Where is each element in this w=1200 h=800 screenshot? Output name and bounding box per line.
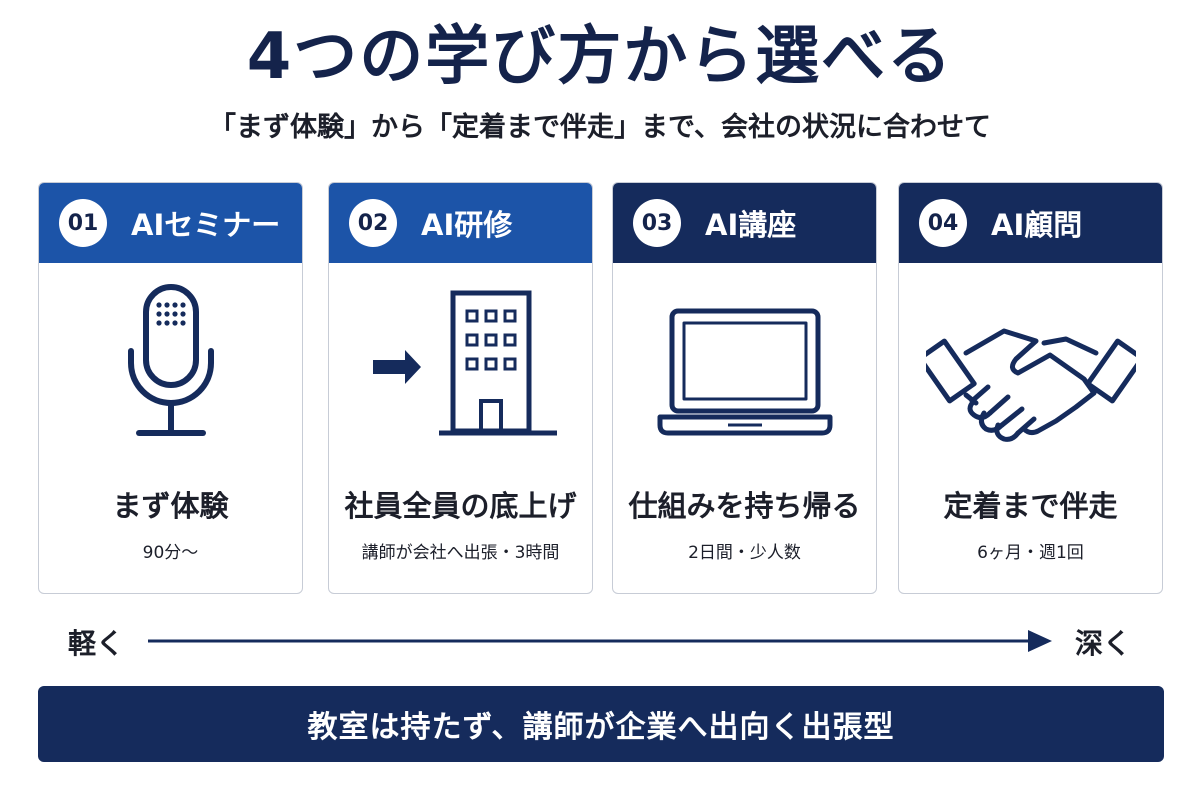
card-header: 02 AI研修 <box>329 183 592 263</box>
page-title: 4つの学び方から選べる <box>246 20 954 94</box>
card-main-text: 社員全員の底上げ <box>344 489 577 523</box>
card-title: AI講座 <box>705 208 797 242</box>
card-number: 03 <box>633 199 681 247</box>
card-number: 01 <box>59 199 107 247</box>
card-header: 03 AI講座 <box>613 183 876 263</box>
card-number: 02 <box>349 199 397 247</box>
card-sub-text: 2日間・少人数 <box>688 543 801 563</box>
page-subtitle: 「まず体験」から「定着まで伴走」まで、会社の状況に合わせて <box>209 112 991 143</box>
card-main-text: 定着まで伴走 <box>943 489 1118 523</box>
laptop-icon <box>613 283 876 473</box>
scale-arrow-icon <box>148 630 1052 652</box>
bottom-banner: 教室は持たず、講師が企業へ出向く出張型 <box>38 686 1164 762</box>
card-header: 01 AIセミナー <box>39 183 302 263</box>
card-number: 04 <box>919 199 967 247</box>
card-ai-course: 03 AI講座 仕組みを持ち帰る 2日間・少人数 <box>612 182 877 594</box>
card-ai-training: 02 AI研修 社員全員の底上げ 講師が会社へ出張・3時間 <box>328 182 593 594</box>
microphone-icon <box>39 283 302 473</box>
card-title: AIセミナー <box>131 208 281 242</box>
banner-text: 教室は持たず、講師が企業へ出向く出張型 <box>307 710 895 745</box>
card-main-text: 仕組みを持ち帰る <box>628 489 861 523</box>
office-building-icon <box>329 283 592 473</box>
card-ai-seminar: 01 AIセミナー まず体験 90分〜 <box>38 182 303 594</box>
card-sub-text: 90分〜 <box>142 543 199 563</box>
card-ai-advisor: 04 AI顧問 定着まで伴走 6ヶ月・週1回 <box>898 182 1163 594</box>
handshake-icon <box>899 283 1162 473</box>
card-title: AI研修 <box>421 208 513 242</box>
scale-left-label: 軽く <box>68 627 125 660</box>
card-sub-text: 講師が会社へ出張・3時間 <box>361 543 560 563</box>
card-header: 04 AI顧問 <box>899 183 1162 263</box>
card-sub-text: 6ヶ月・週1回 <box>977 543 1084 563</box>
card-title: AI顧問 <box>991 208 1083 242</box>
card-main-text: まず体験 <box>112 489 229 523</box>
scale-right-label: 深く <box>1075 627 1132 660</box>
